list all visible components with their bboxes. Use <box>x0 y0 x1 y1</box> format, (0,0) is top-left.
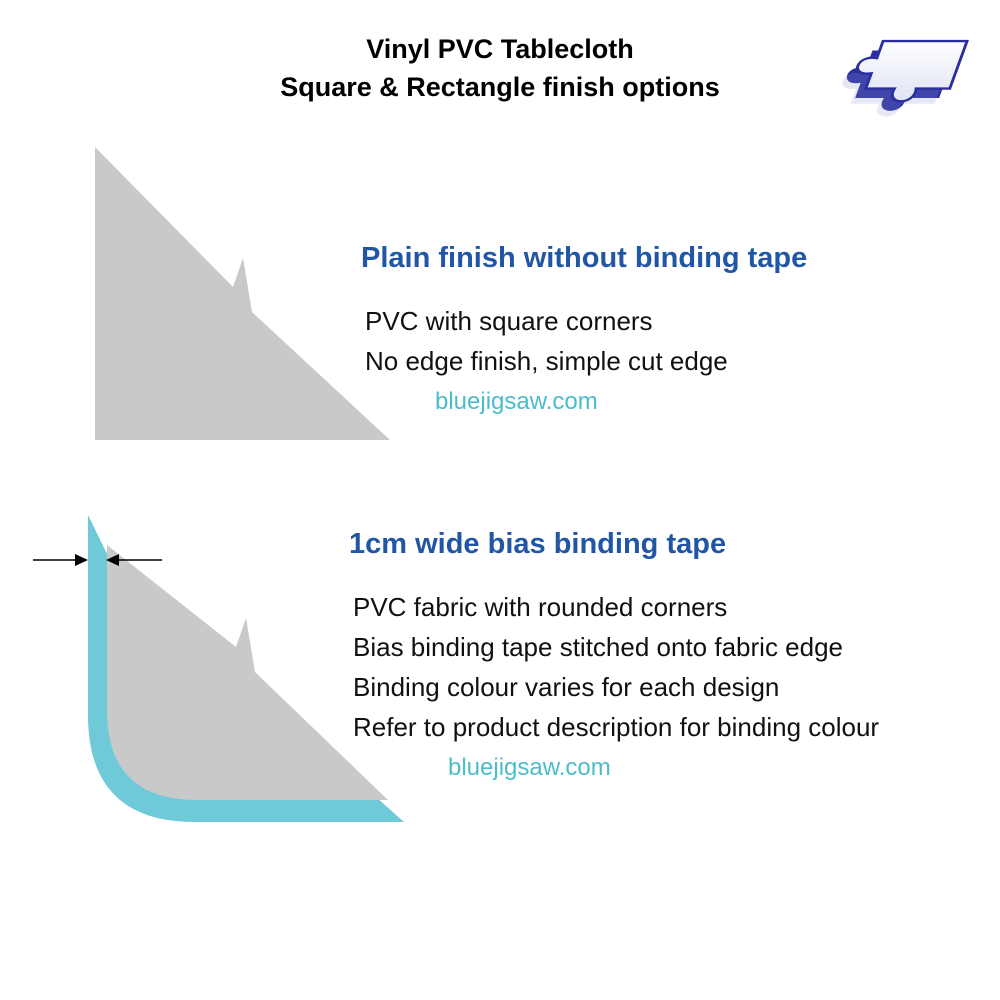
section-heading: Plain finish without binding tape <box>361 242 808 274</box>
bound-fabric-corner-shape <box>107 545 388 800</box>
title-line-2: Square & Rectangle finish options <box>280 72 720 102</box>
section-bias-binding: 1cm wide bias binding tape PVC fabric wi… <box>343 528 879 782</box>
tape-width-arrows <box>33 554 162 566</box>
title-line-1: Vinyl PVC Tablecloth <box>366 34 634 64</box>
jigsaw-logo-icon <box>790 18 970 128</box>
section-line: PVC with square corners <box>365 306 653 336</box>
tape-width-arrow-right-head <box>106 554 119 566</box>
section-heading: 1cm wide bias binding tape <box>349 528 727 560</box>
jigsaw-puzzle-piece-icon <box>842 39 970 117</box>
website-text: bluejigsaw.com <box>435 388 598 415</box>
section-line: No edge finish, simple cut edge <box>365 346 728 376</box>
page-title: Vinyl PVC Tablecloth Square & Rectangle … <box>150 30 850 106</box>
section-line: Refer to product description for binding… <box>353 712 880 742</box>
section-plain-finish: Plain finish without binding tape PVC wi… <box>355 242 807 416</box>
plain-fabric-corner-shape <box>95 147 390 440</box>
section-line: Binding colour varies for each design <box>353 672 780 702</box>
website-text: bluejigsaw.com <box>448 754 611 781</box>
section-line: PVC fabric with rounded corners <box>353 592 728 622</box>
tape-width-arrow-left-head <box>75 554 88 566</box>
section-line: Bias binding tape stitched onto fabric e… <box>353 632 844 662</box>
